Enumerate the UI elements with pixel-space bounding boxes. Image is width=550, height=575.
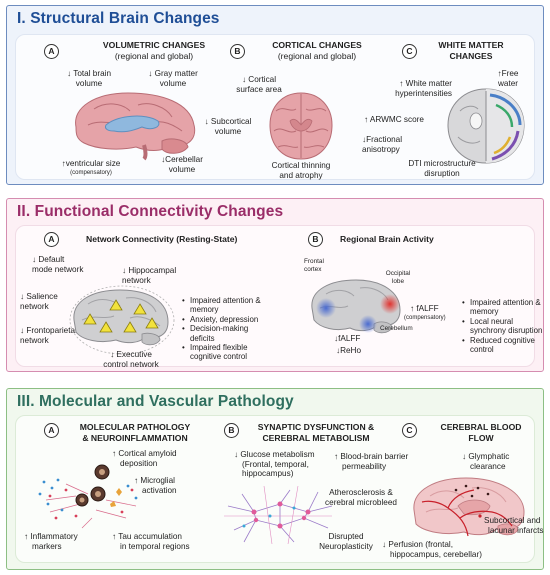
structural-changes-section: I. Structural Brain Changes A VOLUMETRIC… — [6, 5, 544, 185]
network-node-icon — [83, 313, 97, 325]
list-item: Anxiety, depression — [182, 315, 261, 325]
panel-letter-b: B — [230, 44, 245, 59]
panel-letter-a: A — [44, 232, 59, 247]
white-matter-brain-illustration — [447, 88, 525, 164]
panel-letter-c: C — [402, 44, 417, 59]
functional-content-box: A Network Connectivity (Resting-State) ↓… — [15, 225, 542, 369]
network-node-icon — [133, 303, 147, 315]
volumetric-title: VOLUMETRIC CHANGES (regional and global) — [102, 40, 206, 61]
network-connectivity-title: Network Connectivity (Resting-State) — [86, 234, 238, 244]
synaptic-dysfunction-title: SYNAPTIC DYSFUNCTION &CEREBRAL METABOLIS… — [257, 422, 375, 443]
panel-letter-c: C — [402, 423, 417, 438]
network-brain-illustration — [69, 285, 175, 355]
regional-brain-illustration — [311, 279, 401, 334]
cortical-brain-illustration — [269, 92, 333, 160]
neuroinflammation-illustration — [38, 464, 138, 529]
atherosclerosis-label: Atherosclerosis &cerebral microbleed — [325, 488, 397, 507]
cerebellum-label: Cerebellum — [380, 325, 413, 332]
network-node-icon — [145, 317, 159, 329]
regional-activity-title: Regional Brain Activity — [340, 234, 434, 244]
functional-connectivity-section: II. Functional Connectivity Changes A Ne… — [6, 198, 544, 372]
section-title: I. Structural Brain Changes — [17, 10, 220, 27]
ventricular-size-label: ↑ventricular size (compensatory) — [61, 159, 121, 176]
molecular-vascular-section: III. Molecular and Vascular Pathology A … — [6, 388, 544, 570]
network-node-icon — [99, 321, 113, 333]
volumetric-brain-illustration — [75, 92, 196, 161]
panel-letter-a: A — [44, 44, 59, 59]
falff-increase-label: ↑ fALFF (compensatory) — [404, 304, 446, 321]
network-effects-list: Impaired attention &memory Anxiety, depr… — [182, 296, 261, 362]
section-title: III. Molecular and Vascular Pathology — [17, 393, 294, 410]
perfusion-label: ↓ Perfusion (frontal,hippocampus, cerebe… — [382, 540, 482, 559]
panel-letter-b: B — [308, 232, 323, 247]
regional-effects-list: Impaired attention &memory Local neurals… — [462, 298, 542, 354]
cortical-title: CORTICAL CHANGES (regional and global) — [272, 40, 362, 61]
list-item: Impaired attention &memory — [462, 298, 542, 317]
blood-flow-brain-illustration — [413, 477, 525, 537]
network-node-icon — [123, 321, 137, 333]
molecular-content-box: A MOLECULAR PATHOLOGY& NEUROINFLAMMATION… — [15, 415, 544, 563]
structural-content-box: A VOLUMETRIC CHANGES (regional and globa… — [15, 34, 535, 180]
arwmc-score-label: ↑ ARWMC score — [364, 115, 424, 124]
neuron-network-illustration — [224, 485, 333, 545]
panel-letter-b: B — [224, 423, 239, 438]
section-title: II. Functional Connectivity Changes — [17, 203, 284, 220]
glucose-metabolism-label: ↓ Glucose metabolism(Frontal, temporal,h… — [234, 450, 315, 479]
molecular-pathology-title: MOLECULAR PATHOLOGY& NEUROINFLAMMATION — [79, 422, 191, 443]
reho-decrease-label: ↓ReHo — [336, 346, 362, 355]
panel-letter-a: A — [44, 423, 59, 438]
falff-decrease-label: ↓fALFF — [334, 334, 361, 343]
list-item: Impaired attention &memory — [182, 296, 261, 315]
network-node-icon — [109, 299, 123, 311]
